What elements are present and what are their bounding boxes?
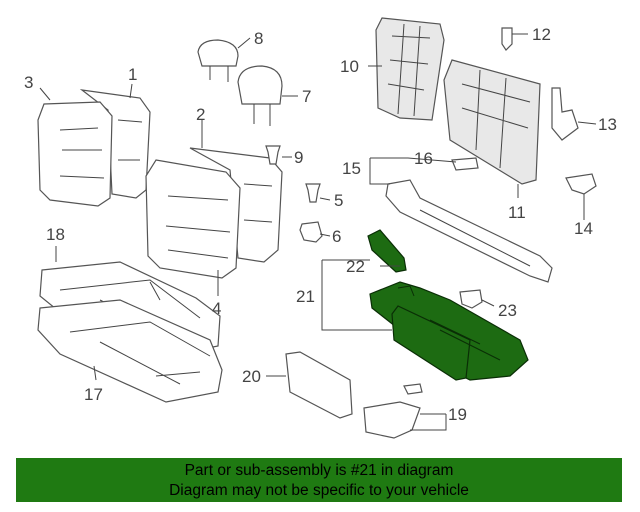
callout-3: 3 xyxy=(24,73,33,92)
part-panel-20 xyxy=(285,351,353,419)
callout-12: 12 xyxy=(532,25,551,44)
part-fasteners xyxy=(265,145,323,243)
part-22-armrest xyxy=(367,229,407,273)
callout-17: 17 xyxy=(84,385,103,404)
callout-21: 21 xyxy=(296,287,315,306)
callout-9: 9 xyxy=(294,148,303,167)
callout-22: 22 xyxy=(346,257,365,276)
callout-8: 8 xyxy=(254,29,263,48)
callout-labels: 1 2 3 4 5 6 7 8 9 10 11 12 13 14 15 16 1… xyxy=(24,25,617,424)
callout-20: 20 xyxy=(242,367,261,386)
callout-19: 19 xyxy=(448,405,467,424)
callout-4: 4 xyxy=(212,299,221,318)
part-rail xyxy=(385,157,553,283)
callout-13: 13 xyxy=(598,115,617,134)
callout-6: 6 xyxy=(332,227,341,246)
banner-line-1: Part or sub-assembly is #21 in diagram xyxy=(184,462,454,479)
part-clip-23 xyxy=(459,289,483,309)
parts-diagram: 1 2 3 4 5 6 7 8 9 10 11 12 13 14 15 16 1… xyxy=(24,17,617,439)
part-seatback-frames xyxy=(375,17,541,185)
part-hinges xyxy=(501,27,597,195)
leader-lines xyxy=(39,33,597,431)
info-banner: Part or sub-assembly is #21 in diagram D… xyxy=(16,458,622,502)
banner-line-2: Diagram may not be specific to your vehi… xyxy=(169,482,469,499)
callout-2: 2 xyxy=(196,105,205,124)
part-21-assembly xyxy=(369,281,529,381)
part-seatback-left xyxy=(37,89,151,207)
part-headrests xyxy=(197,39,283,126)
callout-7: 7 xyxy=(302,87,311,106)
callout-18: 18 xyxy=(46,225,65,244)
callout-11: 11 xyxy=(508,203,526,222)
callout-15: 15 xyxy=(342,159,361,178)
callout-16: 16 xyxy=(414,149,433,168)
callout-23: 23 xyxy=(498,301,517,320)
part-seatback-right xyxy=(145,147,283,279)
part-seat-cushion xyxy=(37,261,223,403)
callout-14: 14 xyxy=(574,219,593,238)
callout-5: 5 xyxy=(334,191,343,210)
callout-10: 10 xyxy=(340,57,359,76)
callout-1: 1 xyxy=(128,65,137,84)
